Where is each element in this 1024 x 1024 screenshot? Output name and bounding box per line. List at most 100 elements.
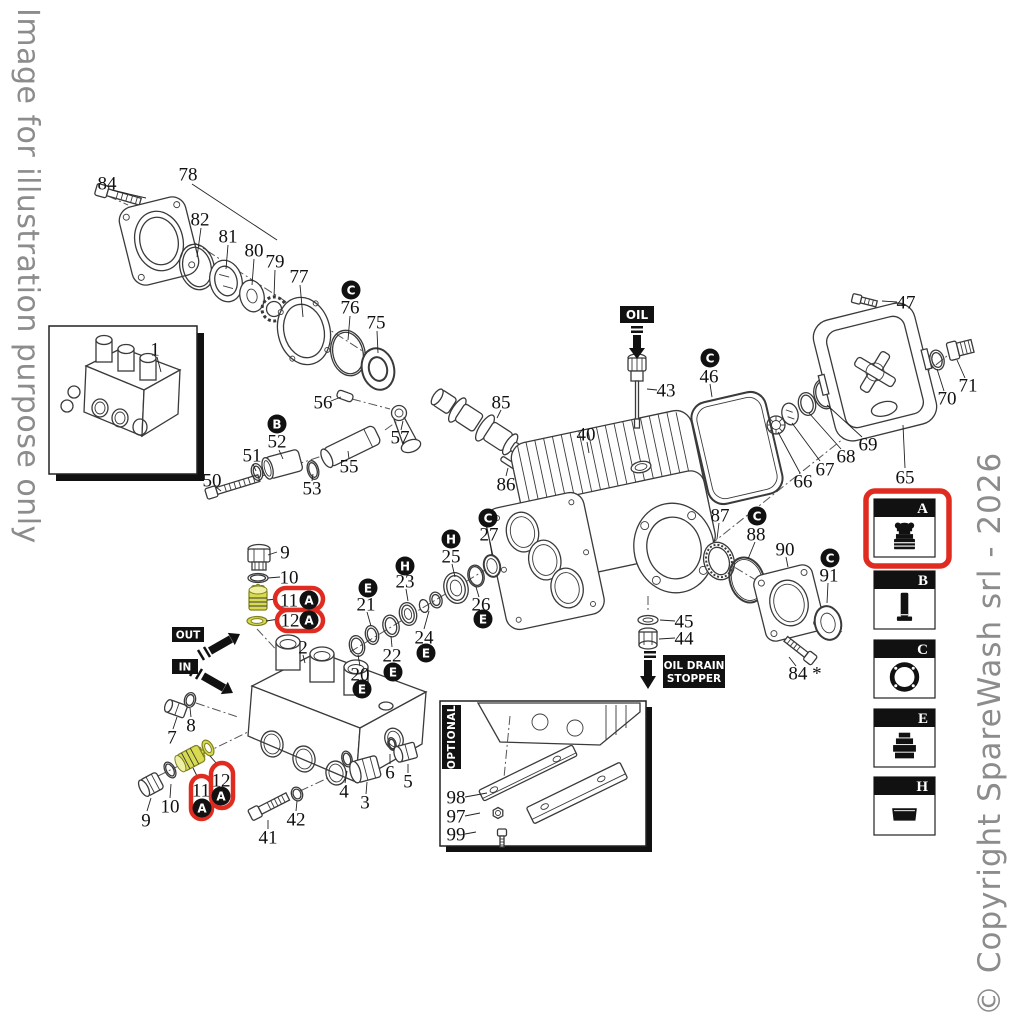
svg-text:C: C [753, 509, 762, 523]
part-label-6: 6 [385, 763, 395, 784]
part-label-46: 46 [700, 367, 719, 388]
part-1-pump-assembly [60, 334, 182, 438]
part-label-10: 10 [280, 568, 299, 589]
part-label-24: 24 [415, 628, 435, 649]
leader-line-9 [146, 797, 152, 812]
part-68-oring [797, 392, 817, 416]
part-label-65: 65 [896, 468, 915, 489]
leader-line-57 [400, 420, 404, 431]
legend-letter-c: C [917, 642, 928, 658]
part-label-25: 25 [442, 547, 461, 568]
leader-line-46 [709, 383, 713, 398]
part-78-bearing-flange [118, 196, 200, 286]
part-1-inset-box [48, 325, 204, 481]
kit-badge-E: E [352, 679, 372, 699]
leader-line-22 [390, 635, 393, 648]
svg-text:H: H [446, 532, 456, 546]
part-label-44: 44 [675, 629, 695, 650]
svg-text:E: E [358, 682, 366, 696]
kit-badge-B: B [267, 414, 287, 434]
kit-badge-C: C [341, 280, 361, 300]
kit-badge-H: H [441, 529, 461, 549]
part-label-21: 21 [357, 595, 376, 616]
leader-line-75 [376, 330, 379, 354]
part-4-oring [341, 750, 353, 768]
leader-line-51 [252, 463, 257, 472]
part-7-plug [163, 699, 188, 719]
leader-line-43 [646, 388, 658, 391]
part-label-45: 45 [675, 612, 694, 633]
svg-text:H: H [400, 559, 410, 573]
kit-badge-E: E [358, 578, 378, 598]
part-label-23: 23 [396, 572, 415, 593]
leader-line-55 [347, 450, 350, 460]
out-label: OUT [172, 627, 240, 661]
part-50-bolt [204, 473, 261, 500]
part-66-star-washer [766, 415, 786, 435]
leader-line [192, 767, 198, 777]
part-label-5: 5 [403, 772, 413, 793]
leader-line-79 [273, 269, 276, 298]
part-label-11: 11 [192, 781, 210, 802]
part-label-57: 57 [391, 428, 410, 449]
optional-label: OPTIONAL [442, 705, 461, 769]
leader-line-87 [716, 522, 720, 540]
part-label-69: 69 [859, 435, 878, 456]
part-56-pin [336, 389, 354, 403]
leader-line-82 [196, 227, 202, 258]
leader-line-78 [191, 183, 278, 241]
part-20-seal [348, 635, 366, 657]
part-label-86: 86 [497, 475, 516, 496]
leader-line-84 [111, 189, 147, 199]
part-91-seal [813, 605, 843, 641]
part-label-41: 41 [259, 828, 278, 849]
oil-label: OIL [620, 306, 654, 359]
svg-text:A: A [197, 801, 207, 815]
part-75-bearing [360, 347, 396, 391]
legend-box-b: B [873, 570, 936, 630]
part-41-bolt [247, 792, 291, 821]
kit-badge-E: E [473, 609, 493, 629]
svg-text:C: C [706, 351, 715, 365]
part-label-51: 51 [243, 446, 262, 467]
part-label-3: 3 [360, 793, 370, 814]
leader-line-88 [747, 541, 756, 560]
leader-line-44 [658, 637, 676, 640]
leader-line-53 [311, 473, 314, 482]
part-label-85: 85 [492, 393, 511, 414]
legend-letter-h: H [916, 779, 928, 795]
out-label-text: OUT [176, 630, 201, 642]
part-97-nut [492, 806, 504, 820]
leader-line-24 [423, 610, 430, 630]
part-9-plug-top [247, 543, 271, 571]
part-label-81: 81 [219, 227, 238, 248]
part-label-82: 82 [191, 210, 210, 231]
leader-line-97 [464, 812, 481, 817]
part-label-68: 68 [837, 447, 856, 468]
leader-line-65 [902, 424, 906, 469]
part-label-50: 50 [203, 471, 222, 492]
crankcase-rear-flange [633, 502, 715, 594]
svg-text:E: E [422, 646, 430, 660]
kit-badge-C: C [747, 506, 767, 526]
leader-line-99 [464, 831, 477, 835]
part-46-gasket [690, 390, 784, 506]
part-rail-2 [526, 762, 628, 824]
part-55-plunger [320, 425, 381, 469]
oil-label-text: OIL [626, 308, 649, 322]
part-71-plug [945, 338, 975, 361]
valve-icon [894, 522, 915, 550]
out-arrow-icon [196, 632, 240, 661]
part-22-seal [382, 614, 400, 638]
part-98-rail [478, 744, 578, 802]
part-label-1: 1 [150, 340, 160, 361]
leader-line-50 [215, 486, 222, 492]
part-23-seal [398, 602, 418, 626]
part-label-76: 76 [341, 298, 360, 319]
part-label-9: 9 [141, 811, 151, 832]
part-40-crankcase [485, 409, 716, 631]
part-label-40: 40 [577, 425, 596, 446]
leader-line-7 [172, 716, 178, 730]
part-51-washer [250, 463, 264, 481]
